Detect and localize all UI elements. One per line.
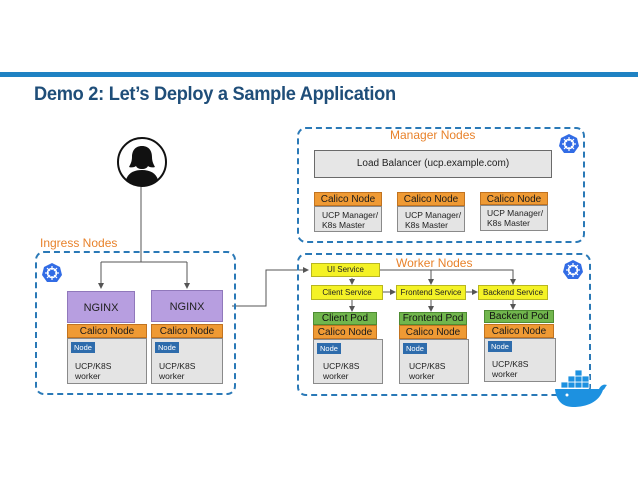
manager-calico-node-3: Calico Node — [480, 192, 548, 205]
worker-node-box-2: Node UCP/K8S worker — [399, 339, 469, 384]
top-accent-bar — [0, 72, 638, 77]
worker-nodes-label: Worker Nodes — [396, 256, 473, 270]
ingress-node-tag-1: Node — [71, 342, 95, 353]
frontend-service-box: Frontend Service — [396, 285, 466, 300]
worker-node-role-2: UCP/K8S worker — [409, 361, 446, 381]
ingress-calico-node-1: Calico Node — [67, 324, 147, 338]
kubernetes-helm-icon — [562, 259, 584, 281]
manager-node-box-3: UCP Manager/ K8s Master — [480, 205, 548, 231]
ingress-calico-node-2: Calico Node — [151, 324, 223, 338]
worker-node-role-3: UCP/K8S worker — [492, 359, 529, 379]
ingress-node-tag-2: Node — [155, 342, 179, 353]
ingress-to-worker-line — [232, 267, 309, 307]
worker-calico-node-2: Calico Node — [399, 325, 467, 339]
client-pod: Client Pod — [313, 312, 377, 325]
ui-to-backend-line — [431, 269, 516, 285]
worker-node-box-1: Node UCP/K8S worker — [313, 339, 383, 384]
backend-pod: Backend Pod — [484, 310, 554, 323]
ingress-node-role-2: UCP/K8S worker — [159, 361, 196, 381]
manager-node-role-2: UCP Manager/ K8s Master — [405, 210, 462, 230]
worker-node-tag-1: Node — [317, 343, 341, 354]
worker-node-tag-3: Node — [488, 341, 512, 352]
client-service-box: Client Service — [311, 285, 383, 300]
manager-nodes-label: Manager Nodes — [390, 128, 476, 142]
manager-node-role-1: UCP Manager/ K8s Master — [322, 210, 379, 230]
manager-nodes-zone — [297, 127, 585, 243]
nginx-box-1: NGINX — [67, 291, 135, 323]
worker-node-tag-2: Node — [403, 343, 427, 354]
ingress-nodes-label: Ingress Nodes — [40, 236, 118, 250]
user-icon — [117, 137, 167, 187]
docker-whale-icon — [553, 368, 609, 408]
worker-calico-node-3: Calico Node — [484, 324, 554, 338]
manager-node-box-2: UCP Manager/ K8s Master — [397, 206, 465, 232]
manager-calico-node-1: Calico Node — [314, 192, 382, 206]
load-balancer-box: Load Balancer (ucp.example.com) — [314, 150, 552, 178]
worker-node-role-1: UCP/K8S worker — [323, 361, 360, 381]
ingress-node-role-1: UCP/K8S worker — [75, 361, 112, 381]
ui-service-box: UI Service — [311, 263, 380, 277]
kubernetes-helm-icon — [558, 133, 580, 155]
page-title: Demo 2: Let’s Deploy a Sample Applicatio… — [34, 84, 396, 105]
manager-node-box-1: UCP Manager/ K8s Master — [314, 206, 382, 232]
worker-node-box-3: Node UCP/K8S worker — [484, 338, 556, 382]
worker-nodes-zone — [297, 253, 591, 396]
nginx-box-2: NGINX — [151, 290, 223, 322]
ingress-node-box-2: Node UCP/K8S worker — [151, 338, 223, 384]
backend-service-box: Backend Service — [478, 285, 548, 300]
manager-node-role-3: UCP Manager/ K8s Master — [487, 208, 544, 228]
frontend-pod: Frontend Pod — [399, 312, 467, 325]
kubernetes-helm-icon — [41, 262, 63, 284]
worker-calico-node-1: Calico Node — [313, 325, 377, 339]
ingress-node-box-1: Node UCP/K8S worker — [67, 338, 147, 384]
ingress-nodes-zone — [35, 251, 236, 395]
manager-calico-node-2: Calico Node — [397, 192, 465, 206]
